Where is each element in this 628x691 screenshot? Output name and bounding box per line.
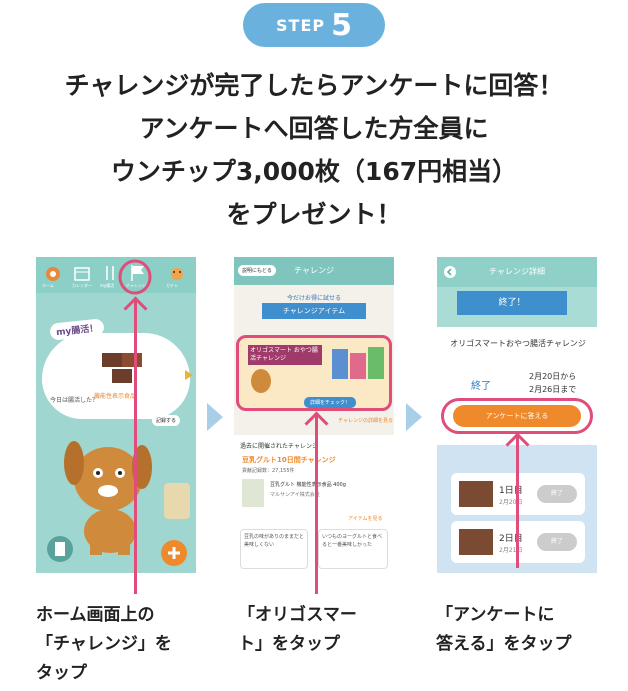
banner-cta-button[interactable]: 詳細をチェック！ [304, 397, 357, 408]
day-label: 2日目 [499, 534, 523, 544]
step-label: STEP [276, 15, 326, 35]
fork-knife-icon[interactable] [102, 265, 118, 281]
headline: チャレンジが完了したらアンケートに回答！ アンケートへ回答した方全員に ウンチッ… [0, 64, 628, 236]
headline-line1: チャレンジが完了したらアンケートに回答！ [64, 71, 564, 100]
tab-mychoukatsu-label: my腸活 [100, 283, 115, 288]
day-date: 2月20日 [499, 499, 523, 506]
product-name: 豆乳グルト 機能性表示食品 400g [270, 482, 346, 488]
tab-home-label: ホーム [42, 283, 54, 288]
tab-challenge-label: チャレンジ [126, 283, 146, 288]
ribbon-main: チャレンジアイテム [262, 303, 366, 319]
caption-3: 「アンケートに 答える」をタップ [436, 605, 572, 654]
past-item-title[interactable]: 豆乳グルト10日間チャレンジ [242, 456, 336, 464]
back-arrow-icon[interactable] [443, 265, 457, 279]
answer-survey-button[interactable]: アンケートに答える [453, 405, 581, 427]
pointer-line-3 [516, 436, 519, 568]
day-status-button[interactable]: 終了 [537, 533, 577, 551]
challenge-screenshot: チャレンジ 説明にもどる 今だけお得に試せる チャレンジアイテム オリゴスマート… [234, 257, 394, 573]
date-from: 2月20日から [529, 372, 577, 381]
review-card-2: いつものヨーグルトと食べると一番美味しかった [318, 529, 388, 569]
day-status-button[interactable]: 終了 [537, 485, 577, 503]
caption-2: 「オリゴスマー ト」をタップ [238, 605, 357, 654]
challenge-highlight [118, 259, 152, 295]
home-icon[interactable] [44, 265, 62, 281]
door-icon[interactable] [46, 535, 74, 563]
flow-arrow-2 [406, 403, 422, 431]
next-arrow-icon[interactable] [184, 369, 194, 381]
product-thumbnail [242, 479, 264, 507]
tab-gacha-label: ガチャ [166, 283, 178, 288]
home-screenshot: ホーム カレンダー my腸活 チャレンジ ガチャ my腸活！ 機能性表示食品 今… [36, 257, 196, 573]
step-badge: STEP 5 [243, 3, 385, 47]
detail-title: チャレンジ詳細 [489, 267, 545, 276]
day-date: 2月21日 [499, 547, 523, 554]
challenge-flag-icon[interactable] [128, 263, 148, 283]
status-text: 終了 [471, 381, 491, 392]
date-to: 2月26日まで [529, 385, 577, 394]
product-thumbnail [459, 481, 493, 507]
done-flag: 終了！ [457, 291, 567, 315]
answer-highlight [441, 398, 593, 434]
pointer-line-2 [315, 415, 318, 594]
caption-1: ホーム画面上の 「チャレンジ」を タップ [36, 605, 172, 683]
add-button-icon[interactable] [160, 539, 188, 567]
day-label: 1日目 [499, 486, 523, 496]
record-button[interactable]: 記録する [152, 415, 181, 426]
date-range: 2月20日から 2月26日まで [529, 370, 576, 396]
bubble-text: 今日は腸活した？ [50, 397, 99, 404]
gacha-icon[interactable] [168, 265, 186, 281]
card-label: 機能性表示食品 [94, 393, 137, 400]
flow-arrow-1 [207, 403, 223, 431]
product-bag-image [164, 483, 190, 519]
headline-line2: アンケートへ回答した方全員に [139, 114, 489, 143]
challenge-title: チャレンジ [294, 266, 334, 275]
back-button[interactable]: 説明にもどる [238, 265, 276, 276]
view-item-link[interactable]: アイテムを見る [348, 516, 383, 522]
dog-mascot-image [64, 441, 152, 555]
product-thumbnail [459, 529, 493, 555]
home-tab-bar [36, 257, 196, 293]
past-item-meta: 貢献記録数：27,155件 [242, 468, 295, 474]
headline-line3: ウンチップ3,000枚（167円相当） [110, 157, 518, 186]
product-maker: マルサンアイ株式会社 [270, 492, 320, 498]
detail-header [437, 257, 597, 287]
calendar-icon[interactable] [74, 265, 90, 281]
dog-mascot-small-image [251, 369, 271, 393]
banner-title: オリゴスマート おやつ腸活チャレンジ [248, 345, 322, 365]
product-box-image [102, 353, 142, 383]
tab-calendar-label: カレンダー [72, 283, 92, 288]
review-card-1: 豆乳の味がありのままだと美味しくない [240, 529, 308, 569]
challenge-detail-link[interactable]: チャレンジの詳細を見る [338, 418, 393, 424]
challenge-name: オリゴスマートおやつ腸活チャレンジ [450, 339, 586, 348]
ribbon-top: 今だけお得に試せる [286, 295, 341, 302]
step-number: 5 [331, 7, 352, 43]
snack-products-image [332, 347, 384, 379]
past-header: 過去に開催されたチャレンジ [240, 443, 318, 450]
headline-line4: をプレゼント！ [226, 200, 402, 229]
pointer-line-1 [134, 300, 137, 594]
